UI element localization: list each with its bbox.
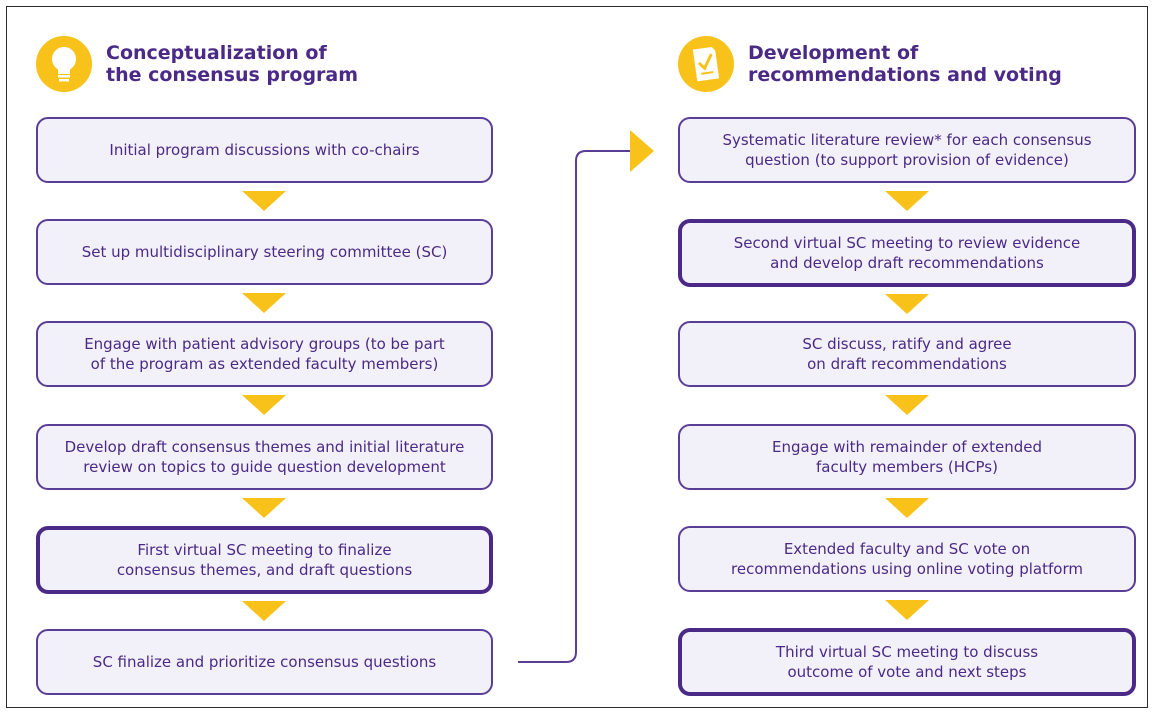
connector-arrowhead bbox=[630, 130, 654, 172]
right-step-6: Third virtual SC meeting to discuss outc… bbox=[678, 628, 1136, 696]
left-step-2: Set up multidisciplinary steering commit… bbox=[36, 219, 493, 285]
figure-frame bbox=[6, 6, 1148, 708]
right-step-5: Extended faculty and SC vote on recommen… bbox=[678, 526, 1136, 592]
down-arrow bbox=[242, 293, 286, 313]
right-step-4: Engage with remainder of extended facult… bbox=[678, 424, 1136, 490]
right-step-2: Second virtual SC meeting to review evid… bbox=[678, 219, 1136, 287]
down-arrow bbox=[885, 395, 929, 415]
left-step-4: Develop draft consensus themes and initi… bbox=[36, 424, 493, 490]
left-section-heading: Conceptualization of the consensus progr… bbox=[36, 36, 358, 92]
lightbulb-icon bbox=[36, 36, 92, 92]
left-step-5: First virtual SC meeting to finalize con… bbox=[36, 526, 493, 594]
left-section-title: Conceptualization of the consensus progr… bbox=[106, 42, 359, 86]
right-section-title: Development of recommendations and votin… bbox=[748, 42, 1062, 86]
left-step-3: Engage with patient advisory groups (to … bbox=[36, 321, 493, 387]
down-arrow bbox=[885, 498, 929, 518]
right-step-3: SC discuss, ratify and agree on draft re… bbox=[678, 321, 1136, 387]
left-step-6: SC finalize and prioritize consensus que… bbox=[36, 629, 493, 695]
down-arrow bbox=[242, 191, 286, 211]
right-step-1: Systematic literature review* for each c… bbox=[678, 117, 1136, 183]
checklist-document-icon bbox=[678, 36, 734, 92]
down-arrow bbox=[885, 294, 929, 314]
down-arrow bbox=[242, 498, 286, 518]
down-arrow bbox=[885, 600, 929, 620]
down-arrow bbox=[885, 191, 929, 211]
right-section-heading: Development of recommendations and votin… bbox=[678, 36, 1062, 92]
down-arrow bbox=[242, 395, 286, 415]
left-step-1: Initial program discussions with co-chai… bbox=[36, 117, 493, 183]
down-arrow bbox=[242, 601, 286, 621]
